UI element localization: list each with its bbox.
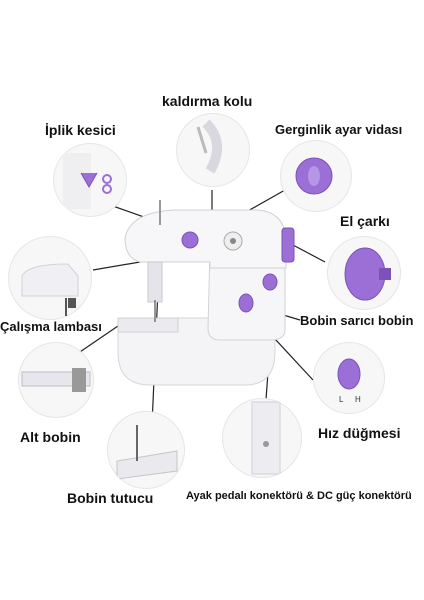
switch-low-mark: L	[339, 395, 344, 404]
label-winder: Bobin sarıcı bobin	[300, 313, 414, 328]
label-thread-cutter: İplik kesici	[45, 122, 116, 138]
speed-switch-icon: L H	[337, 358, 361, 404]
lever-icon	[196, 119, 222, 174]
label-lever: kaldırma kolu	[162, 93, 253, 109]
callout-spool-holder	[107, 411, 185, 489]
label-handwheel: El çarkı	[340, 213, 390, 229]
callout-bobbin	[18, 342, 94, 418]
connector-icon	[251, 401, 281, 475]
callout-lamp	[8, 236, 92, 320]
bobbin-icon	[21, 368, 91, 392]
label-tension: Gerginlik ayar vidası	[275, 122, 403, 137]
spool-holder-icon	[116, 425, 178, 480]
label-speed: Hız düğmesi	[318, 425, 401, 441]
callout-handwheel	[327, 236, 401, 310]
label-connector: Ayak pedalı konektörü & DC güç konektörü	[186, 490, 412, 502]
callout-speed: L H	[313, 342, 385, 414]
tension-knob-icon	[295, 157, 333, 195]
callout-lever	[176, 113, 250, 187]
line-handwheel	[292, 244, 326, 263]
switch-high-mark: H	[355, 395, 361, 404]
lamp-icon	[21, 263, 79, 316]
handwheel-icon	[344, 247, 391, 301]
line-lamp	[92, 261, 141, 271]
label-lamp: Çalışma lambası	[0, 319, 102, 334]
callout-connector	[222, 398, 302, 478]
callout-tension	[280, 140, 352, 212]
label-bobbin: Alt bobin	[20, 429, 81, 445]
label-spool-holder: Bobin tutucu	[67, 490, 154, 506]
thread-cutter-icon	[63, 153, 112, 209]
callout-thread-cutter	[53, 143, 127, 217]
